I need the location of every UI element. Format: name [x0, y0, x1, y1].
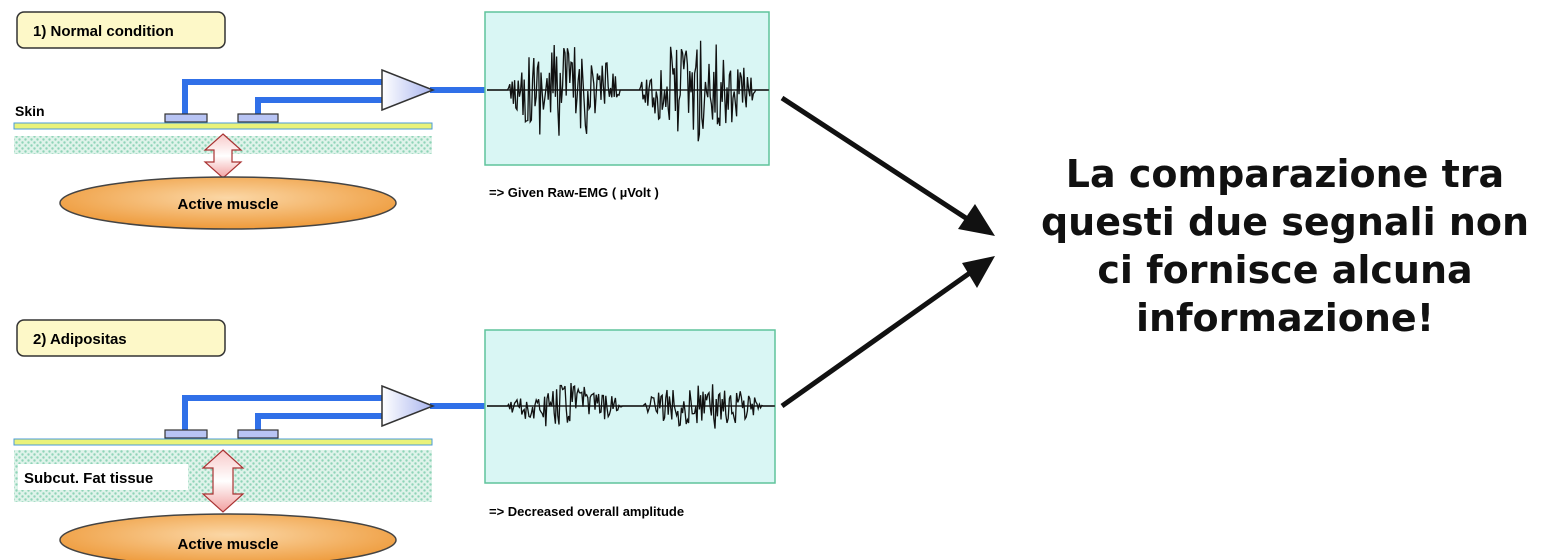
panel2-fat-label: Subcut. Fat tissue: [24, 470, 153, 487]
panel2-wire-a: [182, 395, 385, 432]
panel1-emg-signal: [487, 40, 768, 142]
panel2-wire-b: [255, 413, 385, 432]
panel1-title: 1) Normal condition: [33, 23, 174, 40]
arrow-head-1-icon: [958, 204, 995, 236]
panel1-title-box: [16, 11, 226, 49]
comparison-arrows: [780, 95, 995, 409]
panel2-muscle: [59, 513, 397, 560]
panel1-skin-layer: [13, 122, 433, 130]
conclusion-line-4: informazione!: [1135, 296, 1435, 340]
panel1-muscle: [59, 176, 397, 230]
arrow-from-panel1: [780, 95, 974, 225]
panel2-electrode-left: [164, 429, 208, 439]
panel1-muscle-label: Active muscle: [178, 196, 279, 213]
panel2-amplifier-icon: [381, 384, 436, 428]
panel1-amplifier-icon: [381, 68, 436, 112]
conclusion-line-2: questi due segnali non: [1040, 200, 1530, 244]
panel1-electrode-right: [237, 113, 279, 123]
panel2-caption: => Decreased overall amplitude: [489, 504, 684, 519]
panel1-wire-b: [255, 97, 385, 116]
panel1-electrode-left: [164, 113, 208, 123]
conclusion-text: La comparazione tra questi due segnali n…: [1015, 150, 1555, 342]
panel2-fat-label-box: [18, 464, 188, 490]
panel2-skin-layer: [13, 438, 433, 446]
panel1-wire-a: [182, 79, 385, 116]
panel1-caption: => Given Raw-EMG ( µVolt ): [489, 185, 659, 200]
panel-normal: 1) Normal condition Skin Active muscle =…: [13, 11, 770, 230]
panel2-electrode-right: [237, 429, 279, 439]
arrow-from-panel2: [780, 267, 976, 409]
panel-adipositas: 2) Adipositas Subcut. Fat tissue Active …: [13, 319, 776, 560]
skin-label: Skin: [15, 103, 45, 119]
arrow-head-2-icon: [962, 256, 995, 288]
panel2-muscle-label: Active muscle: [178, 536, 279, 553]
panel2-distance-arrow-icon: [201, 449, 245, 513]
conclusion-line-3: ci fornisce alcuna: [1097, 248, 1473, 292]
panel2-title: 2) Adipositas: [33, 331, 127, 348]
panel2-emg-signal: [487, 382, 774, 429]
panel2-title-box: [16, 319, 226, 357]
conclusion-line-1: La comparazione tra: [1065, 152, 1505, 196]
